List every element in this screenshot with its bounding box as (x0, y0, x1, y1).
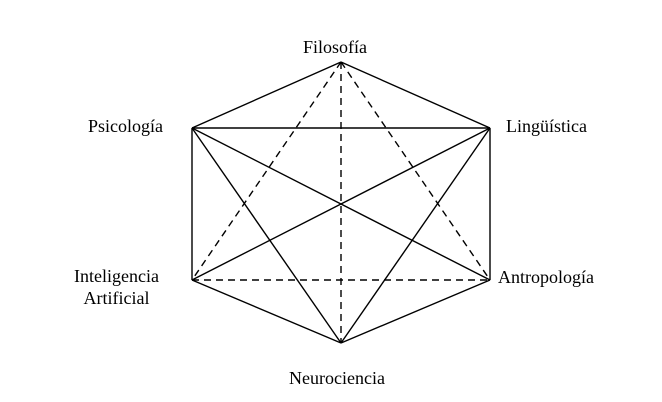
node-label-inteligencia-artificial: Inteligencia Artificial (74, 265, 159, 309)
node-label-antropologia: Antropología (498, 267, 594, 287)
node-label-linguistica: Lingüística (506, 116, 587, 136)
edge-psicologia-neurociencia (191, 127, 342, 344)
edges-group (191, 61, 491, 344)
edge-antropologia-neurociencia (340, 279, 491, 344)
edge-filosofia-ia (191, 61, 342, 281)
edge-linguistica-neurociencia (340, 127, 491, 344)
edge-filosofia-antropologia (340, 61, 491, 281)
node-label-ia-line-1: Inteligencia (74, 266, 159, 286)
node-label-psicologia: Psicología (88, 116, 163, 136)
edge-filosofia-linguistica (340, 61, 491, 129)
edge-linguistica-ia (191, 127, 491, 281)
node-label-ia-line-2: Artificial (83, 288, 150, 308)
node-label-filosofia: Filosofía (303, 37, 368, 57)
node-label-neurociencia: Neurociencia (289, 368, 385, 388)
edge-psicologia-filosofia (191, 61, 342, 129)
edge-neurociencia-ia (191, 279, 342, 344)
